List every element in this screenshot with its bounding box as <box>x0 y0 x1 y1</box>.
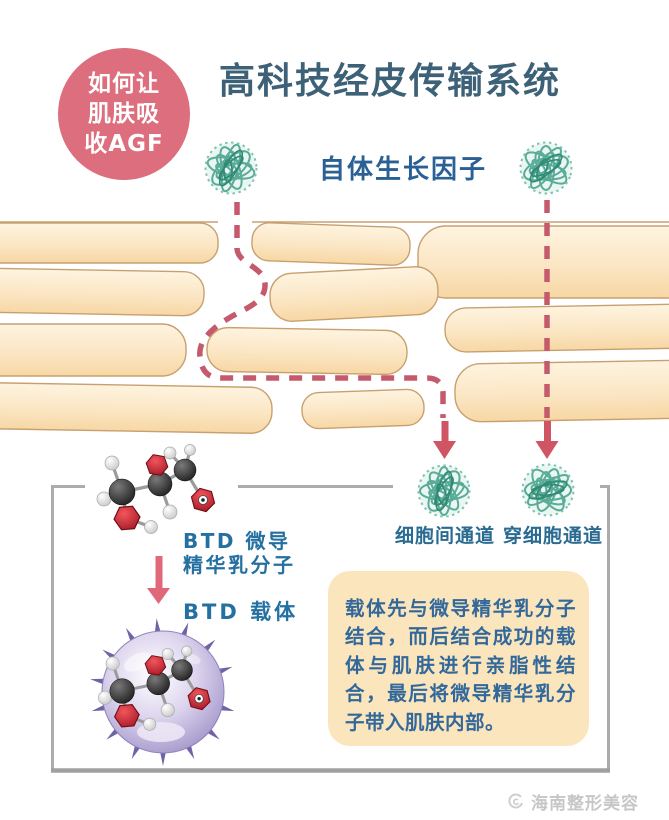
btd-carrier-label: BTD 载体 <box>183 600 299 624</box>
question-badge: 如何让 肌肤吸 收AGF <box>58 48 190 180</box>
intercellular-path <box>197 202 446 418</box>
down-arrow-panel <box>147 556 170 604</box>
btd-molecule-label-line1: BTD 微导 <box>183 529 291 553</box>
page-title: 高科技经皮传输系统 <box>218 61 561 102</box>
transcellular-channel-label: 穿细胞通道 <box>502 525 603 547</box>
intercellular-channel-label: 细胞间通道 <box>394 525 495 547</box>
carrier-sphere-icon <box>90 618 235 766</box>
description-box: 载体先与微导精华乳分子结合，而后结合成功的载体与肌肤进行亲脂性结合，最后将微导精… <box>328 571 589 746</box>
watermark: 海南整形美容 <box>506 789 639 814</box>
growth-factor-icon <box>511 453 585 527</box>
growth-factor-icon <box>411 458 477 524</box>
badge-line: 收AGF <box>84 131 164 157</box>
down-arrow-transcellular <box>535 421 559 459</box>
growth-factor-label: 自体生长因子 <box>318 155 487 185</box>
down-arrow-intercellular <box>433 421 456 459</box>
watermark-text: 海南整形美容 <box>531 794 639 814</box>
panel-border <box>51 485 610 773</box>
badge-line: 肌肤吸 <box>88 101 160 127</box>
watermark-logo-icon <box>508 792 523 808</box>
btd-molecule-label: BTD 微导 精华乳分子 <box>183 529 296 577</box>
btd-molecule-label-line2: 精华乳分子 <box>183 553 296 577</box>
description-text: 载体先与微导精华乳分子结合，而后结合成功的载体与肌肤进行亲脂性结合，最后将微导精… <box>345 597 576 734</box>
badge-line: 如何让 <box>88 71 160 97</box>
skin-layers <box>0 221 669 434</box>
growth-factor-icon <box>512 134 580 202</box>
growth-factor-icon <box>204 141 258 195</box>
serum-molecule-icon <box>95 442 219 536</box>
